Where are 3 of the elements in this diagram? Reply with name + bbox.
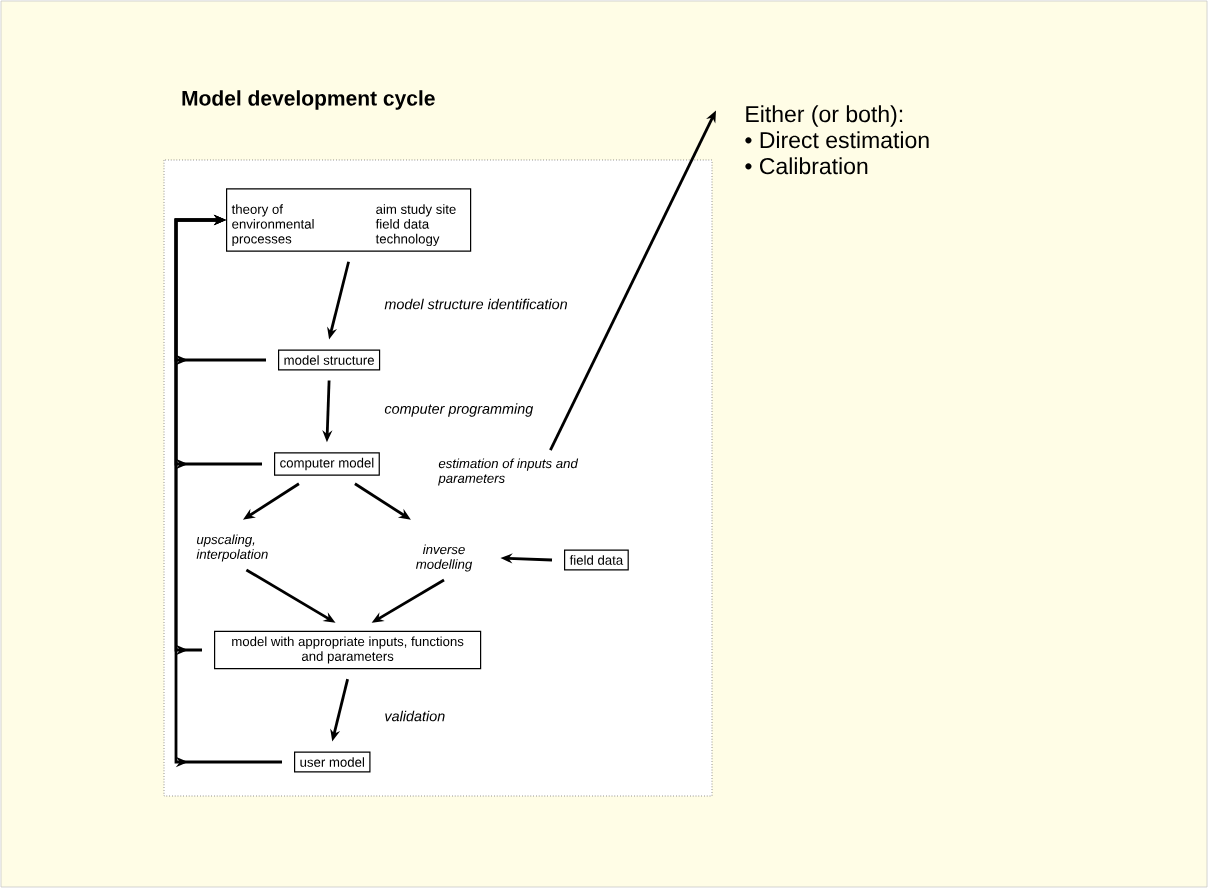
arrow (174, 214, 282, 768)
title: Model development cycle (182, 90, 435, 110)
note-text: Either (or both): • Direct estimation • Calibration (745, 105, 929, 175)
